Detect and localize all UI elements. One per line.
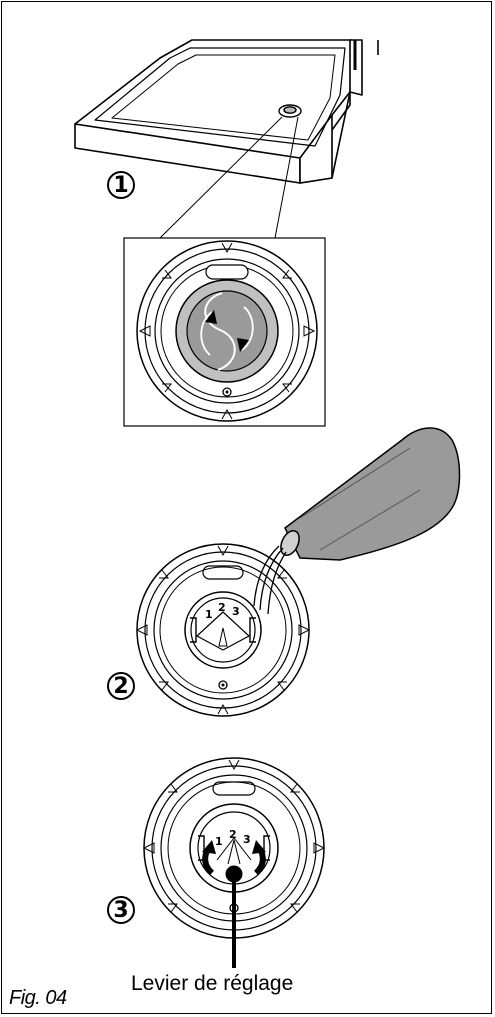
dishwasher-tub (74, 39, 379, 184)
step-2-marker: 2 (107, 672, 135, 700)
salt-reservoir-open: 1 2 3 (135, 543, 311, 717)
dial-mark-1: 1 (205, 608, 213, 621)
salt-cap-small (278, 104, 302, 118)
dial-mark-2-adjust: 2 (229, 828, 237, 841)
salt-reservoir-closed (136, 240, 318, 422)
salt-bottle (280, 427, 461, 561)
adjust-lever-label: Levier de réglage (131, 972, 294, 995)
step-1-marker: 1 (107, 171, 135, 199)
step-3-marker: 3 (107, 896, 135, 924)
figure-label: Fig. 04 (9, 987, 67, 1009)
dial-mark-2: 2 (218, 601, 226, 614)
dial-mark-1-adjust: 1 (215, 835, 223, 848)
zoom-lines (159, 116, 299, 239)
dial-mark-3-adjust: 3 (243, 833, 251, 846)
salt-stream (253, 545, 287, 615)
dial-mark-3: 3 (232, 605, 240, 618)
